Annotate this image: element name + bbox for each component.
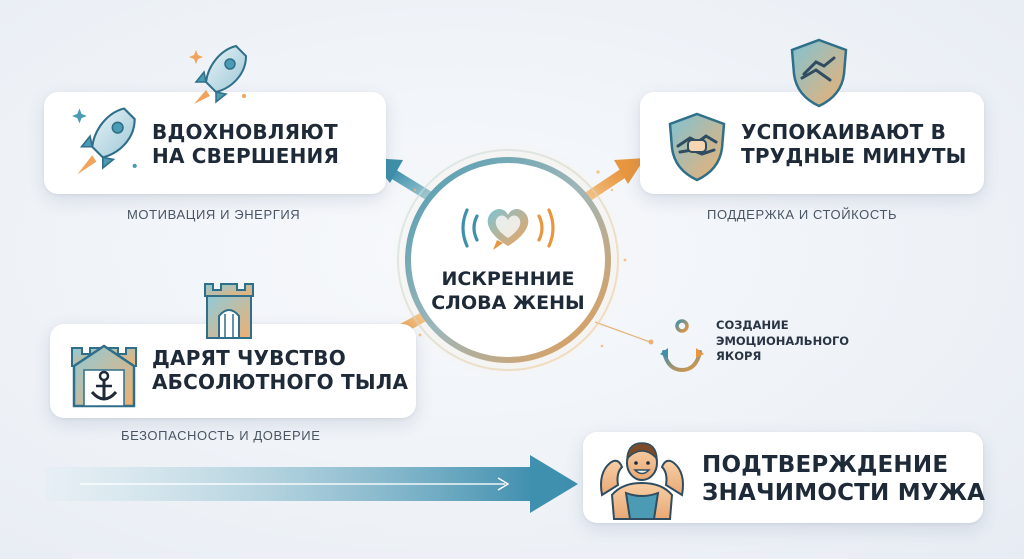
handshake-shield-icon	[790, 38, 848, 108]
card-significance-line2: ЗНАЧИМОСТИ МУЖА	[702, 479, 986, 506]
anchor-note-line2: ЭМОЦИОНАЛЬНОГО	[716, 333, 850, 348]
anchor-note-line1: СОЗДАНИЕ	[716, 318, 789, 332]
anchor-icon	[660, 319, 704, 373]
card-inspire-line1: ВДОХНОВЛЯЮТ	[152, 120, 338, 144]
anchor-note-line3: ЯКОРЯ	[716, 349, 762, 364]
card-significance-line1: ПОДТВЕРЖДЕНИЕ	[702, 452, 949, 478]
card-calm-title: УСПОКАИВАЮТ В ТРУДНЫЕ МИНУТЫ	[741, 120, 967, 168]
card-rear-line1: ДАРЯТ ЧУВСТВО	[152, 346, 346, 370]
card-calm-caption: ПОДДЕРЖКА И СТОЙКОСТЬ	[707, 207, 898, 222]
center-title-line1: ИСКРЕННИЕ	[441, 268, 575, 290]
flow-arrow-bottom	[45, 455, 578, 513]
handshake-shield-icon	[668, 112, 726, 182]
rocket-icon	[189, 44, 248, 104]
castle-anchor-icon	[71, 344, 137, 408]
strong-man-icon	[600, 442, 684, 520]
card-rear-caption: БЕЗОПАСНОСТЬ И ДОВЕРИЕ	[121, 428, 321, 443]
center-title-line2: СЛОВА ЖЕНЫ	[431, 291, 585, 314]
card-calm-line1: УСПОКАИВАЮТ В	[741, 120, 947, 144]
heart-speech-icon	[461, 208, 555, 250]
card-rear-line2: АБСОЛЮТНОГО ТЫЛА	[152, 370, 409, 394]
castle-icon	[204, 283, 254, 339]
card-calm-line2: ТРУДНЫЕ МИНУТЫ	[741, 144, 967, 168]
card-significance-title: ПОДТВЕРЖДЕНИЕ ЗНАЧИМОСТИ МУЖА	[702, 452, 985, 507]
rocket-icon	[72, 107, 137, 175]
center-title: ИСКРЕННИЕ СЛОВА ЖЕНЫ	[408, 268, 608, 316]
card-inspire-line2: НА СВЕРШЕНИЯ	[152, 144, 340, 168]
card-rear-title: ДАРЯТ ЧУВСТВО АБСОЛЮТНОГО ТЫЛА	[152, 346, 408, 394]
card-inspire-title: ВДОХНОВЛЯЮТ НА СВЕРШЕНИЯ	[152, 120, 339, 168]
anchor-note: СОЗДАНИЕ ЭМОЦИОНАЛЬНОГО ЯКОРЯ	[716, 318, 886, 365]
card-inspire-caption: МОТИВАЦИЯ И ЭНЕРГИЯ	[127, 207, 301, 222]
